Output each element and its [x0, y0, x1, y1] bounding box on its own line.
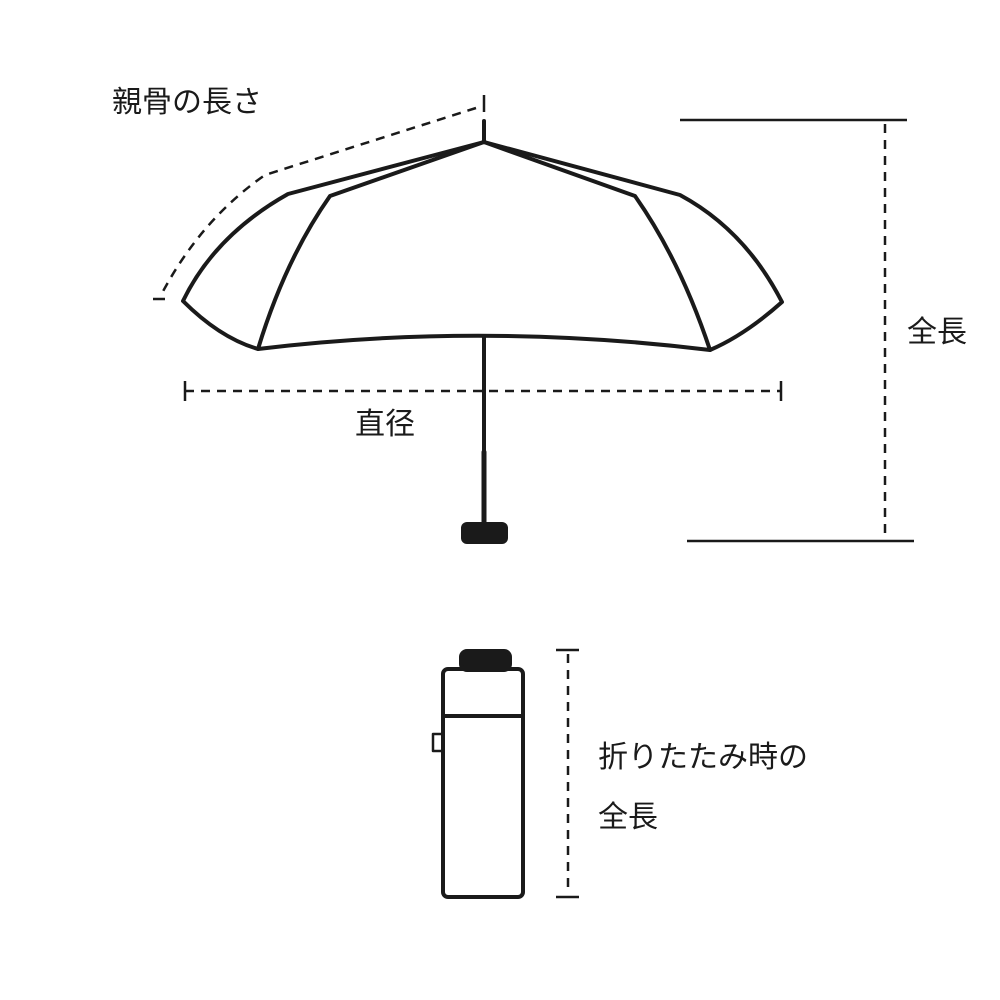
folded-length-label-line2: 全長 [598, 800, 658, 835]
folded-umbrella-body [441, 667, 525, 899]
folded-umbrella-strap [431, 732, 445, 753]
diameter-dimension [183, 381, 783, 401]
umbrella-canopy [181, 140, 784, 352]
rib-length-dimension [153, 95, 486, 301]
diameter-label: 直径 [355, 407, 415, 442]
total-length-dimension [680, 118, 914, 543]
folded-length-label-line1: 折りたたみ時の [598, 740, 808, 775]
folded-length-dimension [556, 648, 579, 899]
umbrella-rib-left [256, 140, 486, 351]
rib-length-label: 親骨の長さ [112, 85, 262, 120]
total-length-label: 全長 [907, 315, 967, 350]
umbrella-rib-right [482, 140, 712, 352]
folded-length-label: 折りたたみ時の 全長 [598, 728, 808, 848]
open-umbrella [181, 119, 784, 527]
folded-umbrella [431, 649, 525, 899]
umbrella-handle [461, 522, 508, 544]
